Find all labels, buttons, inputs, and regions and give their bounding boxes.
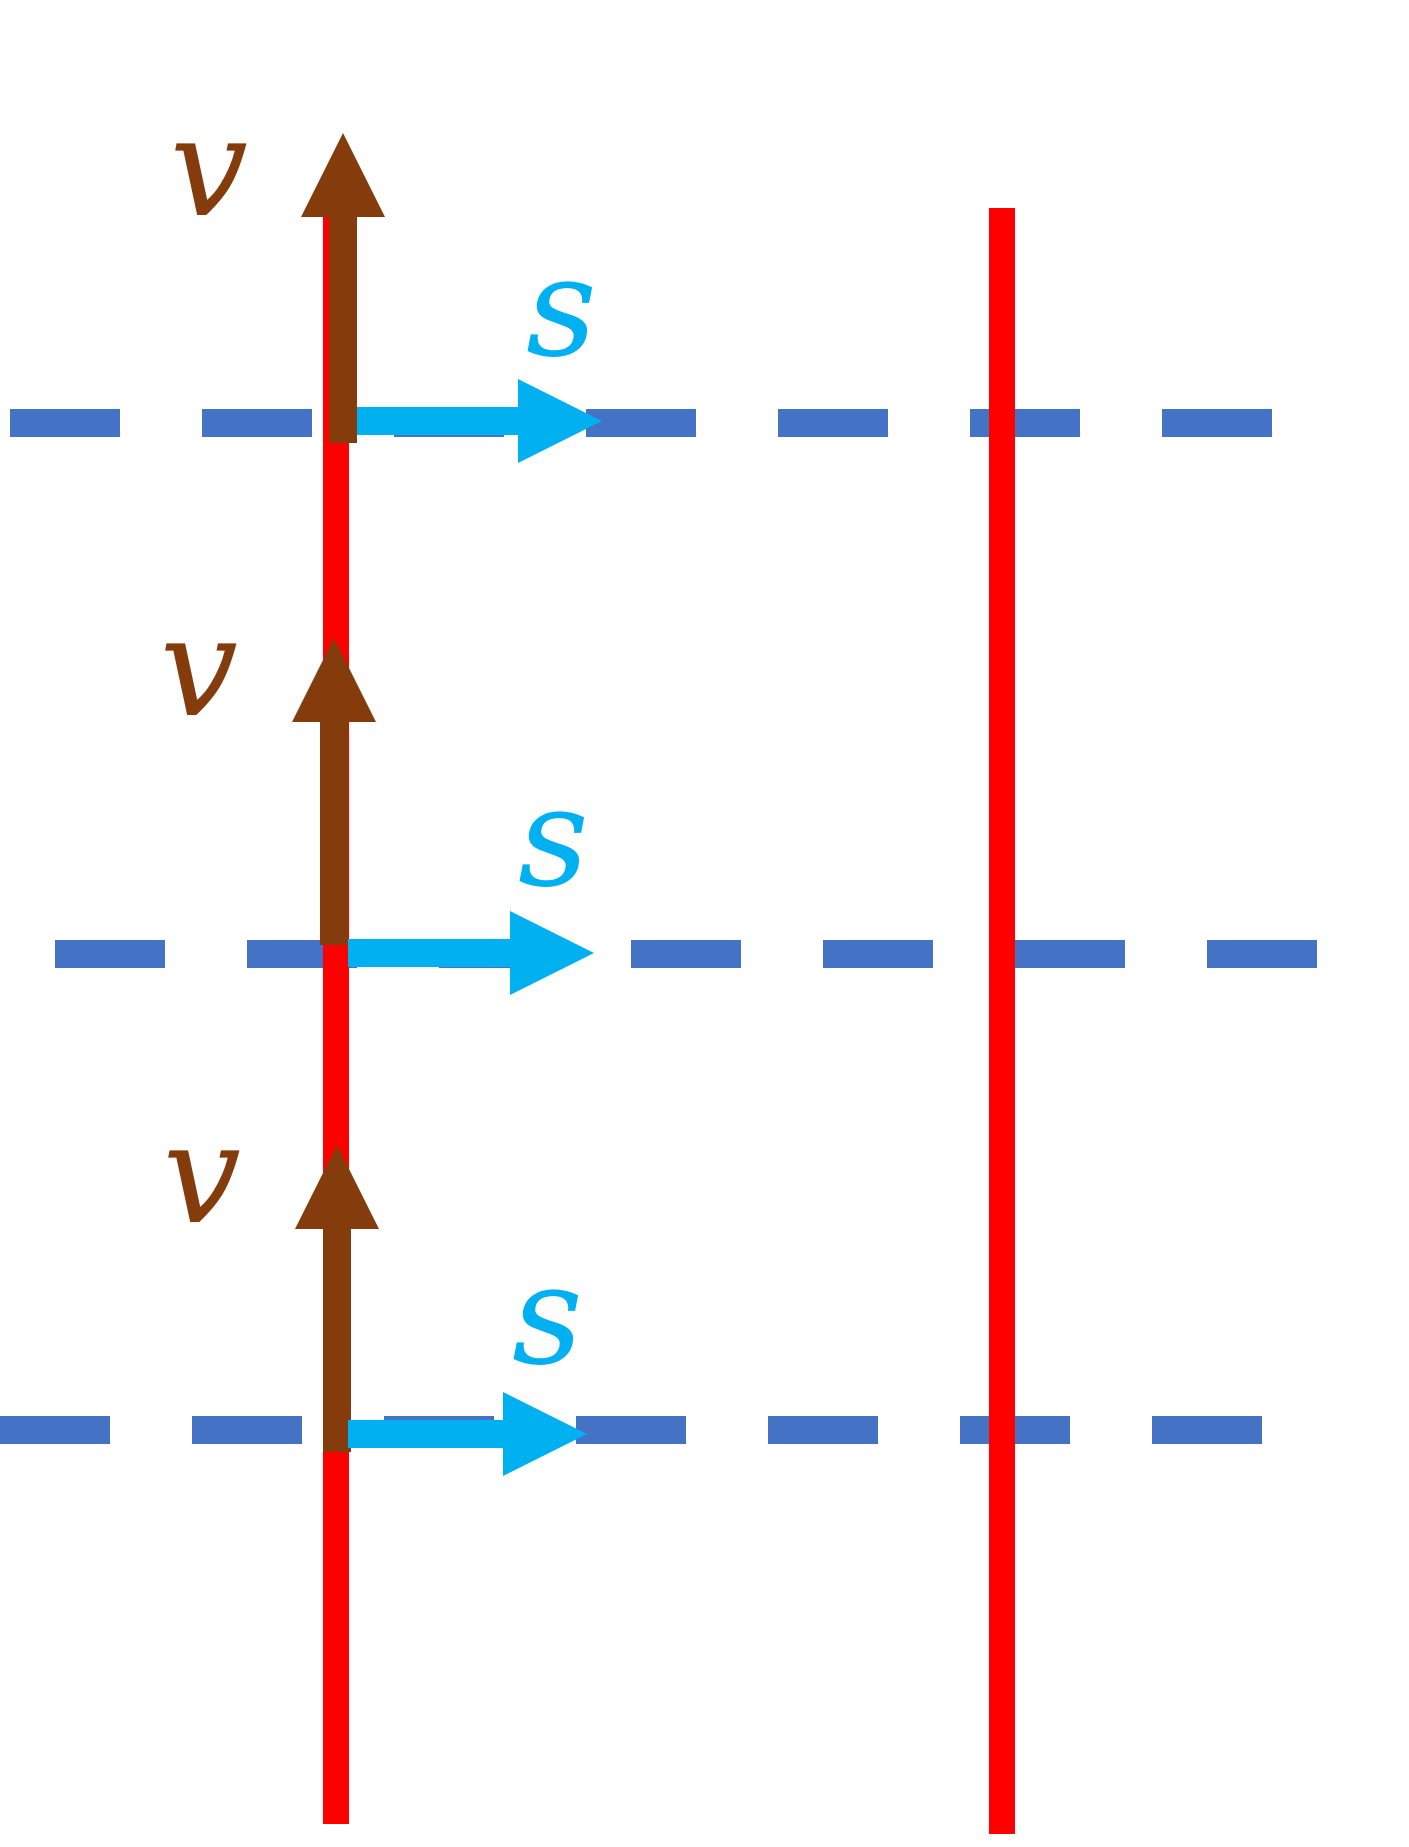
v-arrow-bottom: [295, 1145, 379, 1452]
v-arrow-middle: [292, 638, 376, 945]
s-arrow-top: [357, 379, 602, 463]
v-arrow-top: [301, 133, 385, 443]
s-arrow-bottom: [348, 1392, 587, 1476]
s-arrow-middle: [348, 911, 594, 995]
v-label-bottom: v: [163, 1094, 241, 1255]
v-label-middle: v: [160, 587, 238, 748]
s-label-bottom: s: [512, 1235, 583, 1396]
v-label-top: v: [170, 87, 248, 248]
s-label-top: s: [526, 227, 597, 388]
s-label-middle: s: [518, 757, 589, 918]
